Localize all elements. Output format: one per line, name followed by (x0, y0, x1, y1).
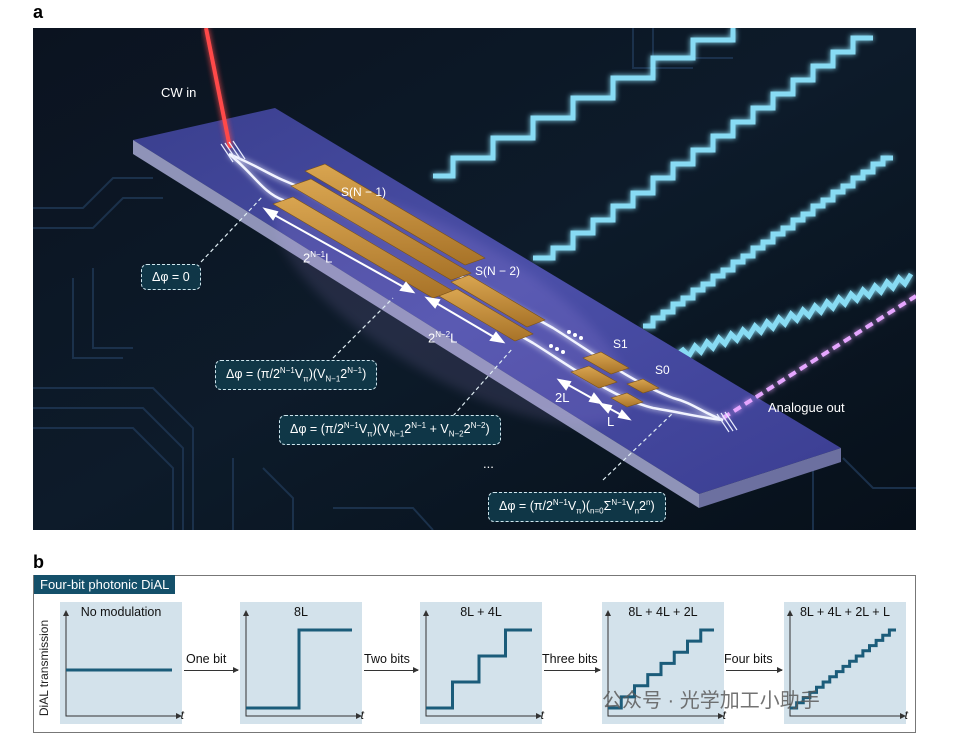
t-axis-label: t (180, 708, 184, 722)
y-axis-arrow (63, 610, 69, 616)
plot-svg-1 (243, 610, 362, 719)
x-axis-arrow (176, 713, 182, 719)
transmission-staircase (608, 628, 714, 710)
plot-title: No modulation (80, 605, 162, 619)
transition-label-1: One bit (186, 652, 227, 666)
plot-title: 8L (294, 605, 308, 619)
chip-scene (33, 28, 916, 530)
cw-in-label: CW in (161, 85, 197, 100)
transition-label-3: Three bits (542, 652, 598, 666)
x-axis-arrow (718, 713, 724, 719)
plot-axes (425, 614, 538, 717)
plot-two-bits: 8L + 4L t (420, 602, 544, 724)
plot-axes (245, 614, 358, 717)
plot-no-modulation: No modulation t (60, 602, 184, 724)
x-axis-arrow (900, 713, 906, 719)
segment-label-sn2: S(N − 2) (475, 264, 521, 278)
ellipsis: ... (483, 456, 494, 471)
y-axis-arrow (243, 610, 249, 616)
plot-four-bits: 8L + 4L + 2L + L t (784, 602, 908, 724)
y-axis-arrow (423, 610, 429, 616)
panel-a-letter: a (33, 2, 44, 22)
transition-arrow-2 (364, 667, 419, 673)
y-axis-arrow (605, 610, 611, 616)
length-label-2n2l: 2N−2L (428, 330, 458, 346)
plot-svg-0 (63, 610, 182, 719)
transition-label-4: Four bits (724, 652, 773, 666)
length-label-2n1l: 2N−1L (303, 250, 333, 266)
x-axis-arrow (536, 713, 542, 719)
dial-panel: Four-bit photonic DiAL DiAL transmission… (33, 575, 916, 733)
x-axis-arrow (356, 713, 362, 719)
length-label-2l: 2L (555, 390, 570, 405)
plot-axes (65, 614, 178, 717)
transition-arrow-4 (726, 667, 783, 673)
transmission-staircase (246, 628, 352, 710)
plot-title: 8L + 4L + 2L + L (799, 605, 890, 619)
transition-label-2: Two bits (364, 652, 410, 666)
transmission-staircase (790, 628, 896, 710)
segment-label-sn1: S(N − 1) (341, 185, 387, 199)
plot-title: 8L + 4L (460, 605, 502, 619)
y-axis-label: DiAL transmission (37, 619, 51, 717)
plot-axes (607, 614, 720, 717)
panel-b-letter: b (33, 552, 44, 572)
plot-axes (789, 614, 902, 717)
transition-arrow-1 (184, 667, 239, 673)
plot-one-bit: 8L t (240, 602, 364, 724)
t-axis-label: t (540, 708, 544, 722)
plot-title: 8L + 4L + 2L (628, 605, 698, 619)
equation-2: Δφ = (π/2N−1Vπ)(VN−12N−1 + VN−22N−2) (279, 415, 501, 445)
plot-svg-2 (423, 610, 542, 719)
transition-arrow-3 (544, 667, 601, 673)
plot-three-bits: 8L + 4L + 2L t (602, 602, 726, 724)
analogue-out-label: Analogue out (768, 400, 845, 415)
watermark: 公众号 · 光学加工小助手 (602, 690, 820, 712)
transmission-staircase (426, 628, 532, 710)
length-label-l: L (607, 414, 615, 429)
plot-svg-3 (605, 610, 724, 719)
plot-svg-4 (787, 610, 906, 719)
equation-0: Δφ = 0 (141, 264, 201, 290)
equation-3: Δφ = (π/2N−1Vπ)(n=0ΣN−1Vn2n) (488, 492, 666, 522)
segment-label-s1: S1 (613, 337, 628, 351)
chip-illustration: CW in Analogue out S(N − 1) S(N − 2) S1 … (33, 28, 916, 530)
panel-b-title: Four-bit photonic DiAL (34, 575, 176, 594)
equation-1: Δφ = (π/2N−1Vπ)(VN−12N−1) (215, 360, 378, 390)
y-axis-arrow (787, 610, 793, 616)
segment-label-s0: S0 (655, 363, 670, 377)
t-axis-label: t (722, 708, 726, 722)
t-axis-label: t (904, 708, 908, 722)
t-axis-label: t (360, 708, 364, 722)
